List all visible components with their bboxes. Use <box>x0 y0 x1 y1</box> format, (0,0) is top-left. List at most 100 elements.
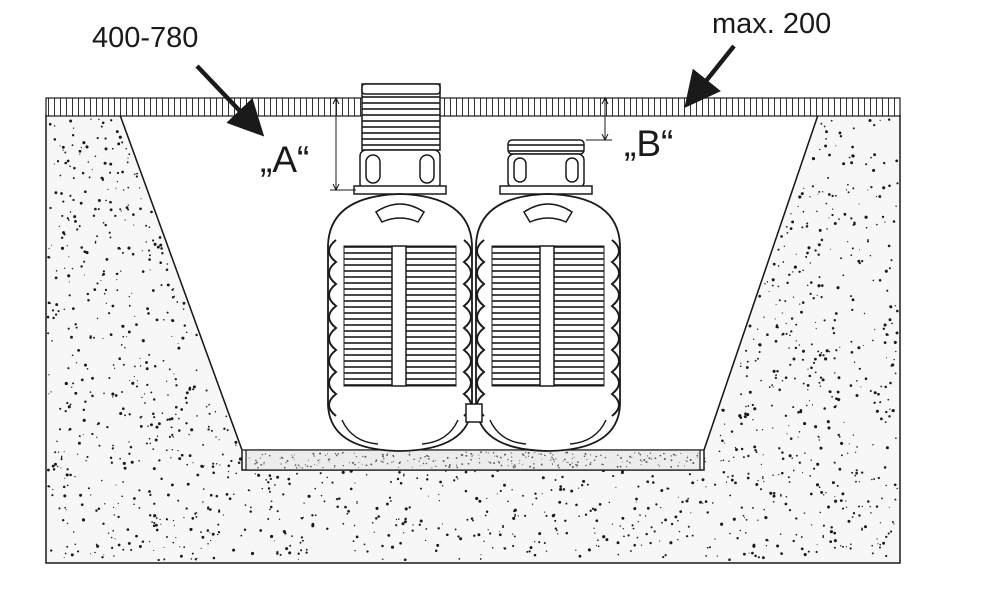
dimension-a-label: 400-780 <box>92 22 198 54</box>
soil-speckle <box>679 510 683 513</box>
soil-speckle <box>119 457 121 460</box>
soil-speckle <box>175 537 177 539</box>
bedding-speckle <box>478 454 480 456</box>
soil-speckle <box>166 263 169 265</box>
soil-speckle <box>217 531 221 534</box>
soil-speckle <box>837 398 841 402</box>
soil-speckle <box>221 453 224 456</box>
soil-speckle <box>748 324 752 328</box>
soil-speckle <box>434 549 438 552</box>
soil-speckle <box>86 455 89 458</box>
soil-speckle <box>403 520 407 524</box>
soil-speckle <box>458 557 461 560</box>
soil-speckle <box>64 151 67 154</box>
soil-speckle <box>779 533 782 535</box>
soil-speckle <box>200 547 202 549</box>
soil-speckle <box>790 317 794 320</box>
soil-speckle <box>740 506 743 509</box>
soil-speckle <box>188 454 192 458</box>
bedding-speckle <box>600 454 602 457</box>
soil-speckle <box>538 541 541 544</box>
soil-speckle <box>175 405 178 409</box>
soil-speckle <box>118 357 121 361</box>
soil-speckle <box>249 506 252 509</box>
soil-speckle <box>720 522 724 526</box>
soil-speckle <box>166 493 170 497</box>
soil-speckle <box>745 532 747 534</box>
soil-speckle <box>806 404 808 407</box>
soil-speckle <box>51 244 52 246</box>
soil-speckle <box>299 541 302 544</box>
bedding-speckle <box>576 464 579 467</box>
soil-speckle <box>268 474 272 477</box>
soil-speckle <box>754 359 757 362</box>
soil-speckle <box>141 250 143 252</box>
soil-speckle <box>512 516 516 520</box>
soil-speckle <box>836 390 840 394</box>
soil-speckle <box>555 529 558 532</box>
dimension-b-label: max. 200 <box>712 8 831 40</box>
soil-speckle <box>307 494 311 498</box>
soil-speckle <box>207 428 210 431</box>
soil-speckle <box>152 448 155 450</box>
soil-speckle <box>60 457 63 459</box>
soil-speckle <box>67 405 71 409</box>
soil-speckle <box>68 281 70 283</box>
soil-speckle <box>893 358 895 361</box>
soil-speckle <box>502 526 504 529</box>
soil-speckle <box>883 341 887 344</box>
soil-speckle <box>878 546 882 549</box>
soil-speckle <box>110 461 114 464</box>
soil-speckle <box>104 223 107 227</box>
soil-speckle <box>880 417 883 421</box>
soil-speckle <box>122 548 125 551</box>
soil-speckle <box>425 478 429 481</box>
soil-speckle <box>865 226 868 229</box>
soil-speckle <box>156 245 160 249</box>
soil-speckle <box>238 457 243 461</box>
bedding-speckle <box>461 463 464 465</box>
bedding-speckle <box>680 452 682 454</box>
soil-speckle <box>834 499 838 503</box>
soil-speckle <box>437 527 440 530</box>
soil-speckle <box>139 425 143 428</box>
soil-speckle <box>178 417 180 420</box>
soil-speckle <box>839 134 843 138</box>
soil-speckle <box>806 284 809 287</box>
soil-speckle <box>297 552 300 555</box>
soil-speckle <box>554 519 557 522</box>
soil-speckle <box>186 482 190 486</box>
bedding-speckle <box>408 453 411 456</box>
soil-speckle <box>72 531 75 533</box>
bedding-speckle <box>555 458 557 460</box>
bedding-speckle <box>639 459 642 461</box>
soil-speckle <box>196 415 198 417</box>
tank-b-label: „B“ <box>624 123 673 164</box>
soil-speckle <box>146 383 149 387</box>
soil-speckle <box>344 505 347 509</box>
soil-speckle <box>287 477 291 481</box>
soil-speckle <box>128 304 131 307</box>
soil-speckle <box>419 519 423 523</box>
soil-speckle <box>832 331 836 335</box>
bedding-speckle <box>524 451 527 454</box>
soil-speckle <box>840 441 844 445</box>
soil-speckle <box>96 436 98 438</box>
soil-speckle <box>728 460 730 462</box>
soil-speckle <box>531 503 534 505</box>
soil-speckle <box>777 326 779 329</box>
soil-speckle <box>202 488 205 490</box>
soil-speckle <box>48 393 50 395</box>
bedding-speckle <box>590 454 592 456</box>
soil-speckle <box>533 553 537 557</box>
soil-speckle <box>107 532 110 534</box>
soil-speckle <box>851 247 854 250</box>
soil-speckle <box>782 261 785 263</box>
soil-speckle <box>100 176 104 180</box>
soil-speckle <box>314 514 317 517</box>
soil-speckle <box>118 135 122 139</box>
bedding-speckle <box>654 457 657 460</box>
soil-speckle <box>145 361 148 364</box>
bedding-speckle <box>280 456 283 458</box>
soil-speckle <box>821 378 825 382</box>
